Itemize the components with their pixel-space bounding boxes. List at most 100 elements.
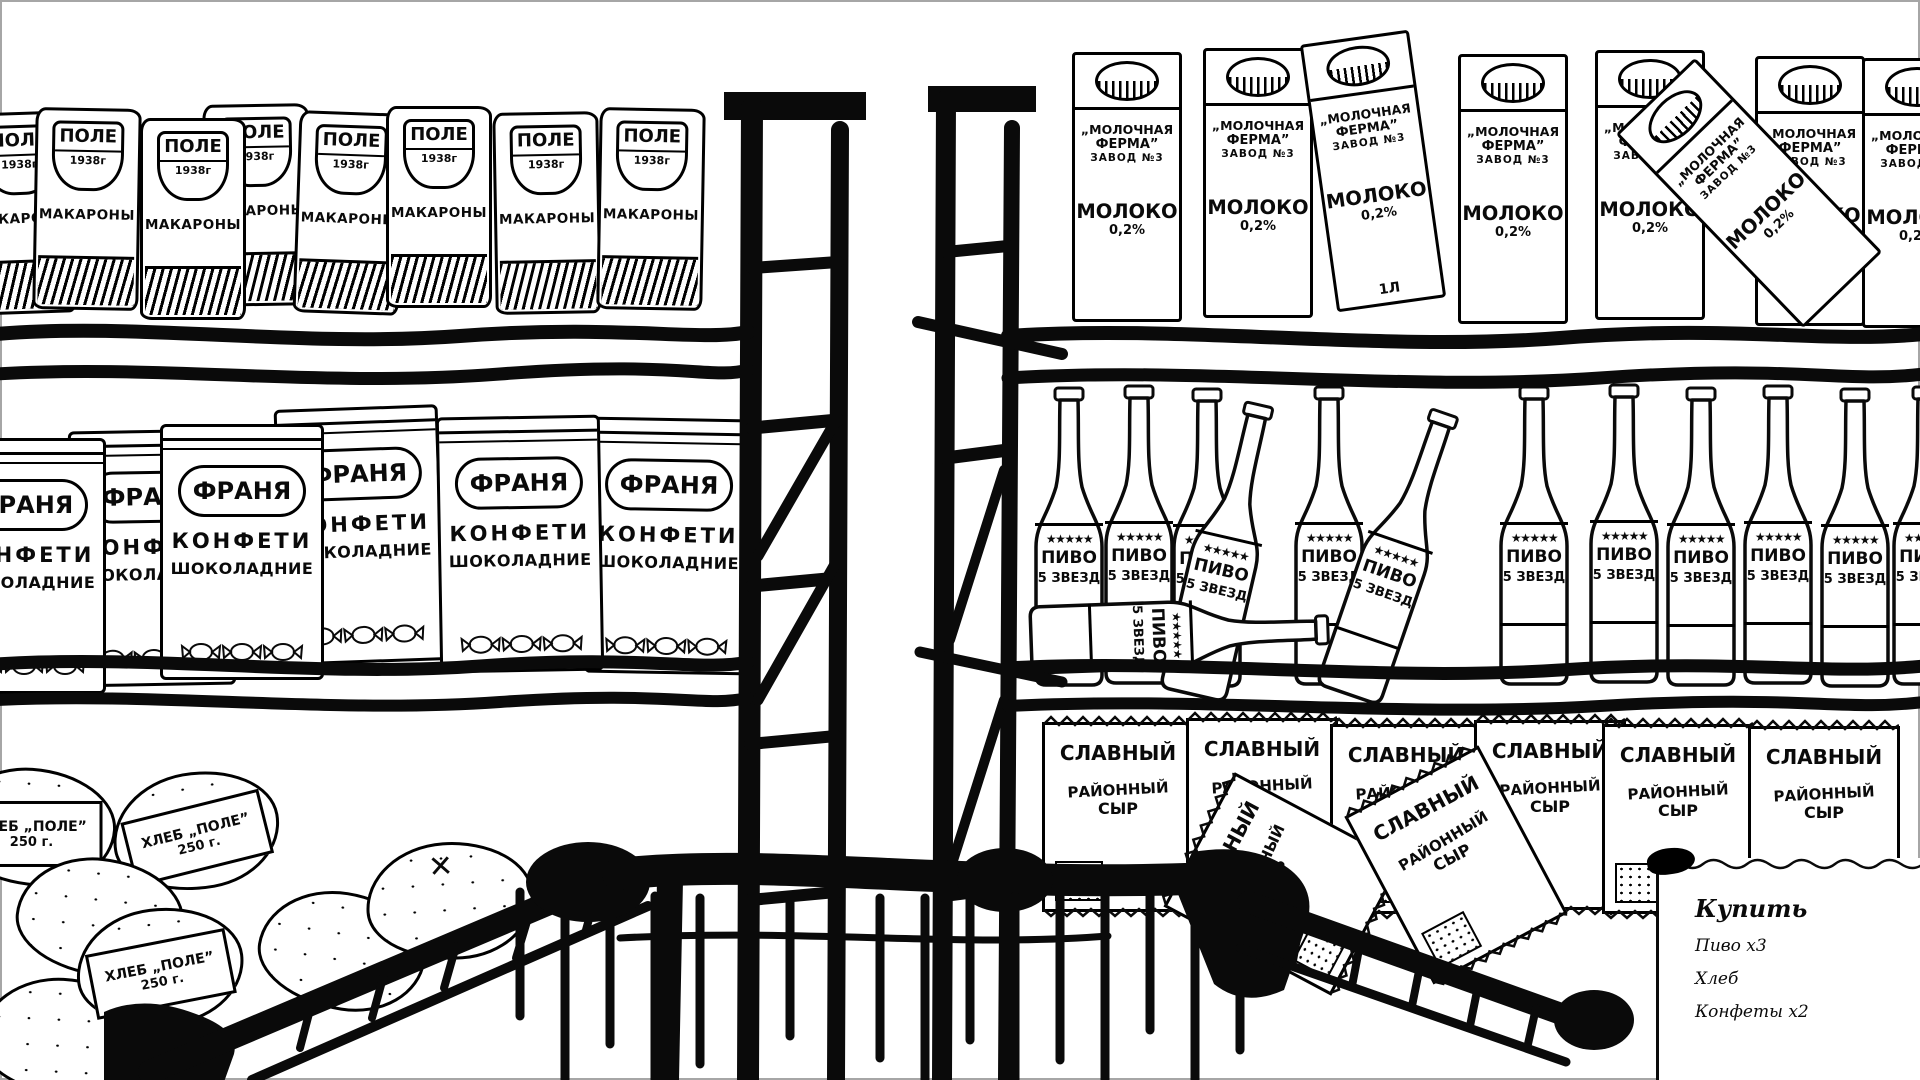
product-pasta-pack[interactable]: ПОЛЕ 1938г МАКАРОНЫ <box>140 118 246 320</box>
beer-name-text: ПИВО <box>1506 547 1562 567</box>
beer-variant-text: 5 ЗВЕЗД <box>1037 571 1101 586</box>
cheese-crimp-edge <box>1187 711 1337 723</box>
beer-variant-text: 5 ЗВЕЗД <box>1297 570 1361 585</box>
milk-cap-icon <box>1481 63 1545 103</box>
beer-label: ★★★★★ ПИВО 5 ЗВЕЗД <box>1821 524 1889 628</box>
cheese-brand-text: СЛАВНЫЙ <box>1491 739 1609 763</box>
candy-name-line2: ШОКОЛАДНИЕ <box>0 573 96 592</box>
shopping-list-item: Пиво x3 <box>1695 936 1767 956</box>
beer-name-text: ПИВО <box>1899 547 1920 567</box>
cheese-crimp-edge <box>1043 715 1193 727</box>
pasta-brand-text: ПОЛЕ <box>160 134 226 162</box>
cart-basket-wire <box>616 931 1112 944</box>
product-pasta-pack[interactable]: ПОЛЕ 1938г МАКАРОНЫ <box>386 106 492 308</box>
pasta-year-text: 1938г <box>174 164 212 177</box>
beer-variant-text: 5 ЗВЕЗД <box>1592 568 1656 583</box>
product-candy-bag[interactable]: ФРАНЯ КОНФЕТИ ШОКОЛАДНИЕ <box>160 424 324 680</box>
milk-fat-text: 0,2% <box>1239 219 1277 234</box>
cheese-brand-text: СЛАВНЫЙ <box>1765 745 1883 769</box>
milk-brand-line2: ФЕРМА” <box>1778 141 1842 156</box>
beer-label: ★★★★★ ПИВО 5 ЗВЕЗД <box>1500 522 1568 626</box>
note-torn-edge <box>1659 858 1920 870</box>
cheese-name-line2: СЫР <box>1097 799 1139 818</box>
product-beer-bottle[interactable]: ★★★★★ ПИВО 5 ЗВЕЗД <box>1888 384 1920 696</box>
product-beer-bottle[interactable]: ★★★★★ ПИВО 5 ЗВЕЗД <box>1816 386 1894 698</box>
beer-bottle-outline <box>1743 384 1813 685</box>
beer-label: ★★★★★ ПИВО 5 ЗВЕЗД <box>1744 521 1812 625</box>
pasta-window-texture <box>145 266 241 315</box>
milk-brand-line3: ЗАВОД №3 <box>1221 148 1295 160</box>
cart-right-hatches <box>1288 918 1540 1048</box>
beer-variant-text: 5 ЗВЕЗД <box>1823 572 1887 587</box>
product-candy-bag[interactable]: ФРАНЯ КОНФЕТИ ШОКОЛАДНИЕ <box>583 416 753 676</box>
milk-fat-text: 0,2% <box>1494 225 1532 240</box>
product-milk-carton[interactable]: „МОЛОЧНАЯ ФЕРМА” ЗАВОД №3 МОЛОКО 0,2% 1Л <box>1203 48 1313 318</box>
cart-top-bar <box>602 852 1274 897</box>
product-milk-carton[interactable]: „МОЛОЧНАЯ ФЕРМА” ЗАВОД №3 МОЛОКО 0,2% 1Л <box>1072 52 1182 322</box>
product-beer-bottle[interactable]: ★★★★★ ПИВО 5 ЗВЕЗД <box>1307 398 1482 718</box>
milk-brand-line1: „МОЛОЧНАЯ <box>1763 126 1857 141</box>
candy-bag-fold <box>163 427 321 441</box>
shopping-list-note: Купить Пиво x3 Хлеб Конфеты x2 <box>1645 844 1920 1080</box>
shelf-boards-right <box>912 316 1920 716</box>
milk-carton-top <box>1075 55 1179 110</box>
milk-brand-line1: „МОЛОЧНАЯ <box>1080 122 1174 137</box>
product-beer-bottle[interactable]: ★★★★★ ПИВО 5 ЗВЕЗД <box>1739 383 1817 695</box>
beer-variant-text: 5 ЗВЕЗД <box>1502 570 1566 585</box>
milk-brand-line3: ЗАВОД №3 <box>1476 154 1550 166</box>
candy-brand-text: ФРАНЯ <box>192 477 292 505</box>
milk-carton-top <box>1206 51 1310 106</box>
milk-fat-text: 0,2% <box>1898 229 1920 244</box>
pasta-window-texture <box>391 254 487 303</box>
product-candy-bag[interactable]: ФРАНЯ КОНФЕТИ ШОКОЛАДНИЕ <box>435 414 605 674</box>
beer-stars-icon: ★★★★★ <box>1831 533 1880 547</box>
beer-label: ★★★★★ ПИВО 5 ЗВЕЗД <box>1667 523 1735 627</box>
cart-left-rail-2 <box>247 901 653 1080</box>
beer-name-text: ПИВО <box>1041 548 1097 568</box>
beer-label: ★★★★★ ПИВО 5 ЗВЕЗД <box>1590 520 1658 624</box>
cheese-name-line2: СЫР <box>1657 801 1699 820</box>
candy-name-line1: КОНФЕТИ <box>0 543 95 567</box>
milk-brand-line3: ЗАВОД №3 <box>1880 158 1920 170</box>
product-beer-bottle[interactable]: ★★★★★ ПИВО 5 ЗВЕЗД <box>1662 385 1740 697</box>
shelf-boards-left <box>0 323 755 712</box>
milk-brand-line1: „МОЛОЧНАЯ <box>1211 118 1305 133</box>
beer-bottle-outline <box>1892 385 1920 686</box>
beer-variant-text: 5 ЗВЕЗД <box>1107 569 1171 584</box>
beer-bottle-outline <box>1589 383 1659 684</box>
milk-carton-top <box>1865 61 1920 116</box>
product-beer-bottle[interactable]: ★★★★★ ПИВО 5 ЗВЕЗД <box>1495 384 1573 696</box>
beer-stars-icon: ★★★★★ <box>1115 530 1164 544</box>
product-milk-carton[interactable]: „МОЛОЧНАЯ ФЕРМА” ЗАВОД №3 МОЛОКО 0,2% 1Л <box>1458 54 1568 324</box>
beer-name-text: ПИВО <box>1301 547 1357 567</box>
milk-name-text: МОЛОКО <box>1207 196 1309 219</box>
candy-window-doodle <box>460 634 583 654</box>
milk-fat-text: 0,2% <box>1631 221 1669 236</box>
shopping-list-item: Конфеты x2 <box>1695 1002 1809 1022</box>
candy-brand-capsule: ФРАНЯ <box>0 479 88 531</box>
candy-name-line2: ШОКОЛАДНИЕ <box>170 559 314 578</box>
milk-name-text: МОЛОКО <box>1866 206 1920 229</box>
beer-stars-icon: ★★★★★ <box>1305 531 1354 545</box>
candy-bag-fold <box>0 455 103 464</box>
milk-cap-icon <box>1226 57 1290 97</box>
candy-brand-capsule: ФРАНЯ <box>178 465 306 517</box>
milk-brand-line3: ЗАВОД №3 <box>1090 152 1164 164</box>
shopping-list-item: Хлеб <box>1695 969 1739 989</box>
product-candy-bag[interactable]: ФРАНЯ КОНФЕТИ ШОКОЛАДНИЕ <box>0 438 106 694</box>
milk-name-text: МОЛОКО <box>1462 202 1564 225</box>
product-beer-bottle[interactable]: ★★★★★ ПИВО 5 ЗВЕЗД <box>1585 382 1663 694</box>
pasta-year-text: 1938г <box>420 152 458 165</box>
milk-brand-line2: ФЕРМА” <box>1095 137 1159 152</box>
candy-brand-text: ФРАНЯ <box>0 491 74 519</box>
pasta-brand-text: ПОЛЕ <box>406 122 472 150</box>
beer-name-text: ПИВО <box>1750 546 1806 566</box>
beer-label: ★★★★★ ПИВО 5 ЗВЕЗД <box>1893 522 1920 626</box>
candy-window-doodle <box>605 636 728 656</box>
product-milk-carton[interactable]: „МОЛОЧНАЯ ФЕРМА” ЗАВОД №3 МОЛОКО 0,2% 1Л <box>1862 58 1920 328</box>
beer-variant-text: 5 ЗВЕЗД <box>1746 569 1810 584</box>
milk-carton-top <box>1758 59 1862 114</box>
beer-bottle-outline <box>1317 408 1459 705</box>
